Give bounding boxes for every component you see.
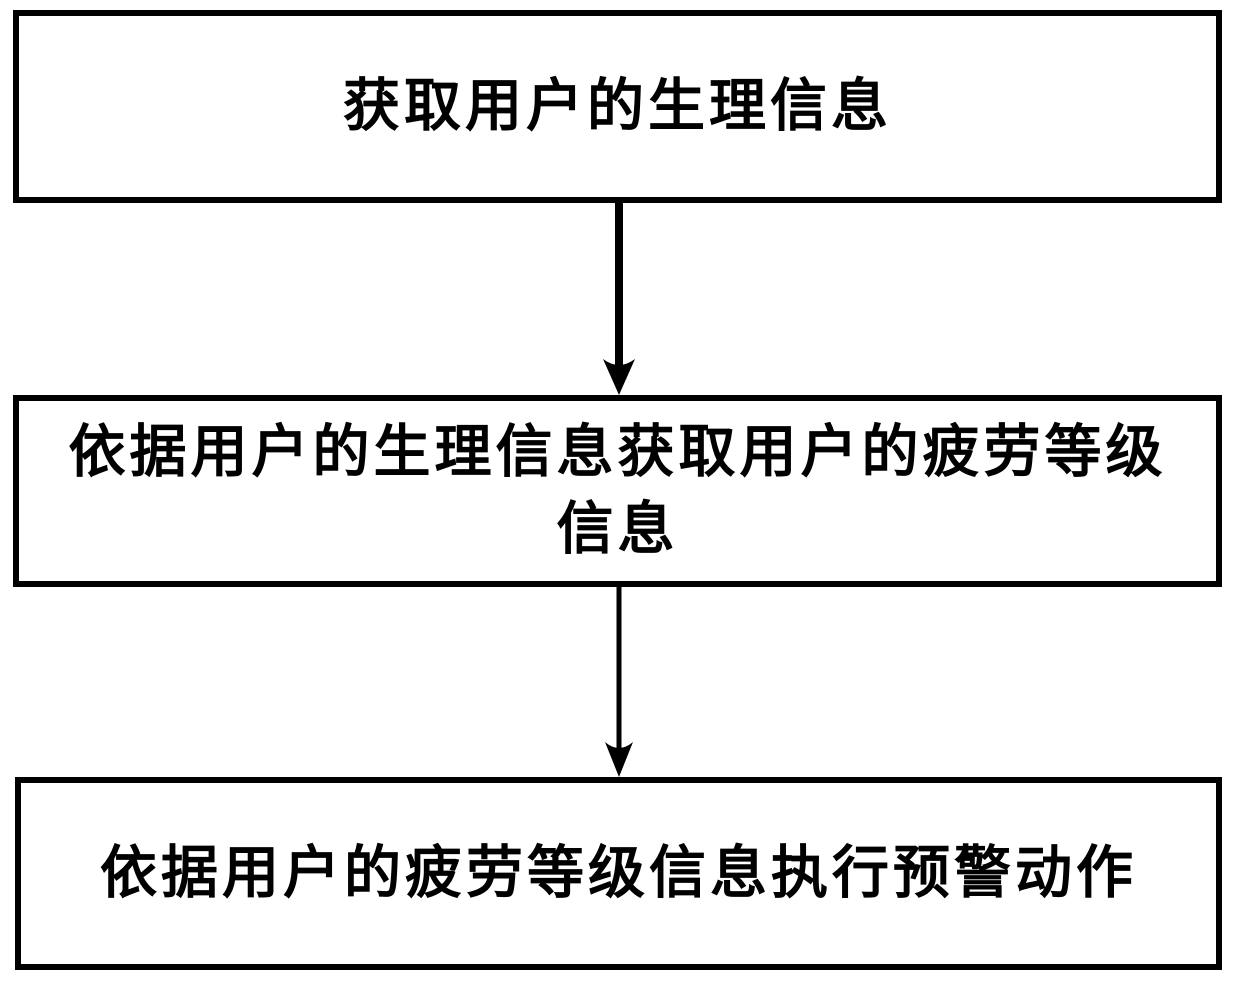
flow-box-step-1: 获取用户的生理信息	[13, 10, 1222, 203]
flow-box-step-3-text: 依据用户的疲劳等级信息执行预警动作	[100, 840, 1137, 906]
arrow-down-icon	[603, 203, 635, 395]
flow-box-step-3: 依据用户的疲劳等级信息执行预警动作	[15, 777, 1222, 970]
flow-box-step-2-text-line-1: 依据用户的生理信息获取用户的疲劳等级	[68, 419, 1167, 485]
arrow-down-icon	[605, 587, 633, 777]
flow-box-step-2-text-line-2: 信息	[556, 496, 679, 562]
flow-box-step-2: 依据用户的生理信息获取用户的疲劳等级 信息	[13, 395, 1222, 587]
flow-box-step-1-text: 获取用户的生理信息	[343, 73, 892, 139]
